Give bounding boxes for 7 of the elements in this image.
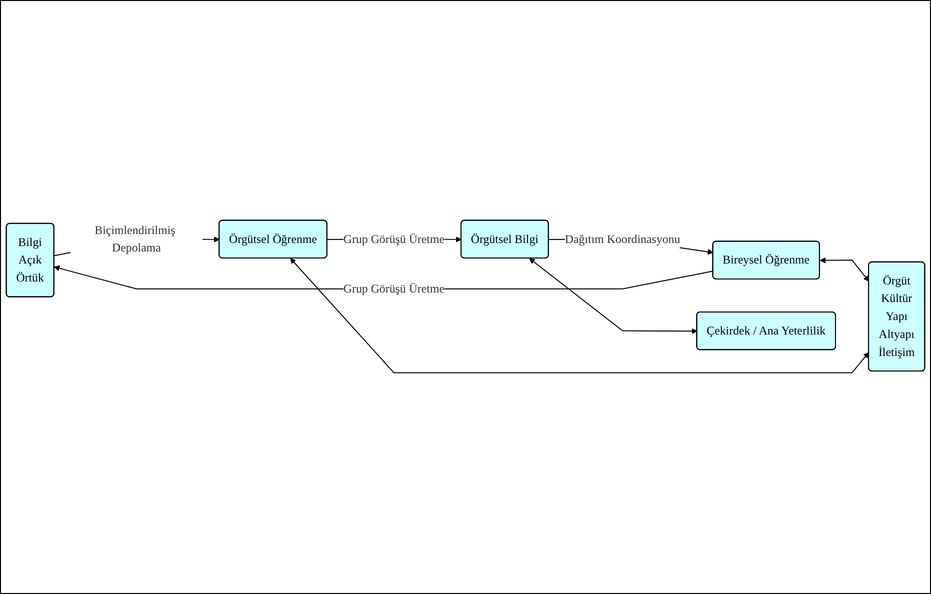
edge-label: Grup Görüşü Üretme <box>343 282 445 296</box>
edge-label: Biçimlendirilmiş Depolama <box>94 224 176 255</box>
edge-label: Dağıtım Koordinasyonu <box>564 232 680 246</box>
arrow <box>290 258 869 374</box>
edge-label: Grup Görüşü Üretme <box>343 232 445 246</box>
arrow <box>820 258 870 282</box>
arrow <box>529 258 698 334</box>
